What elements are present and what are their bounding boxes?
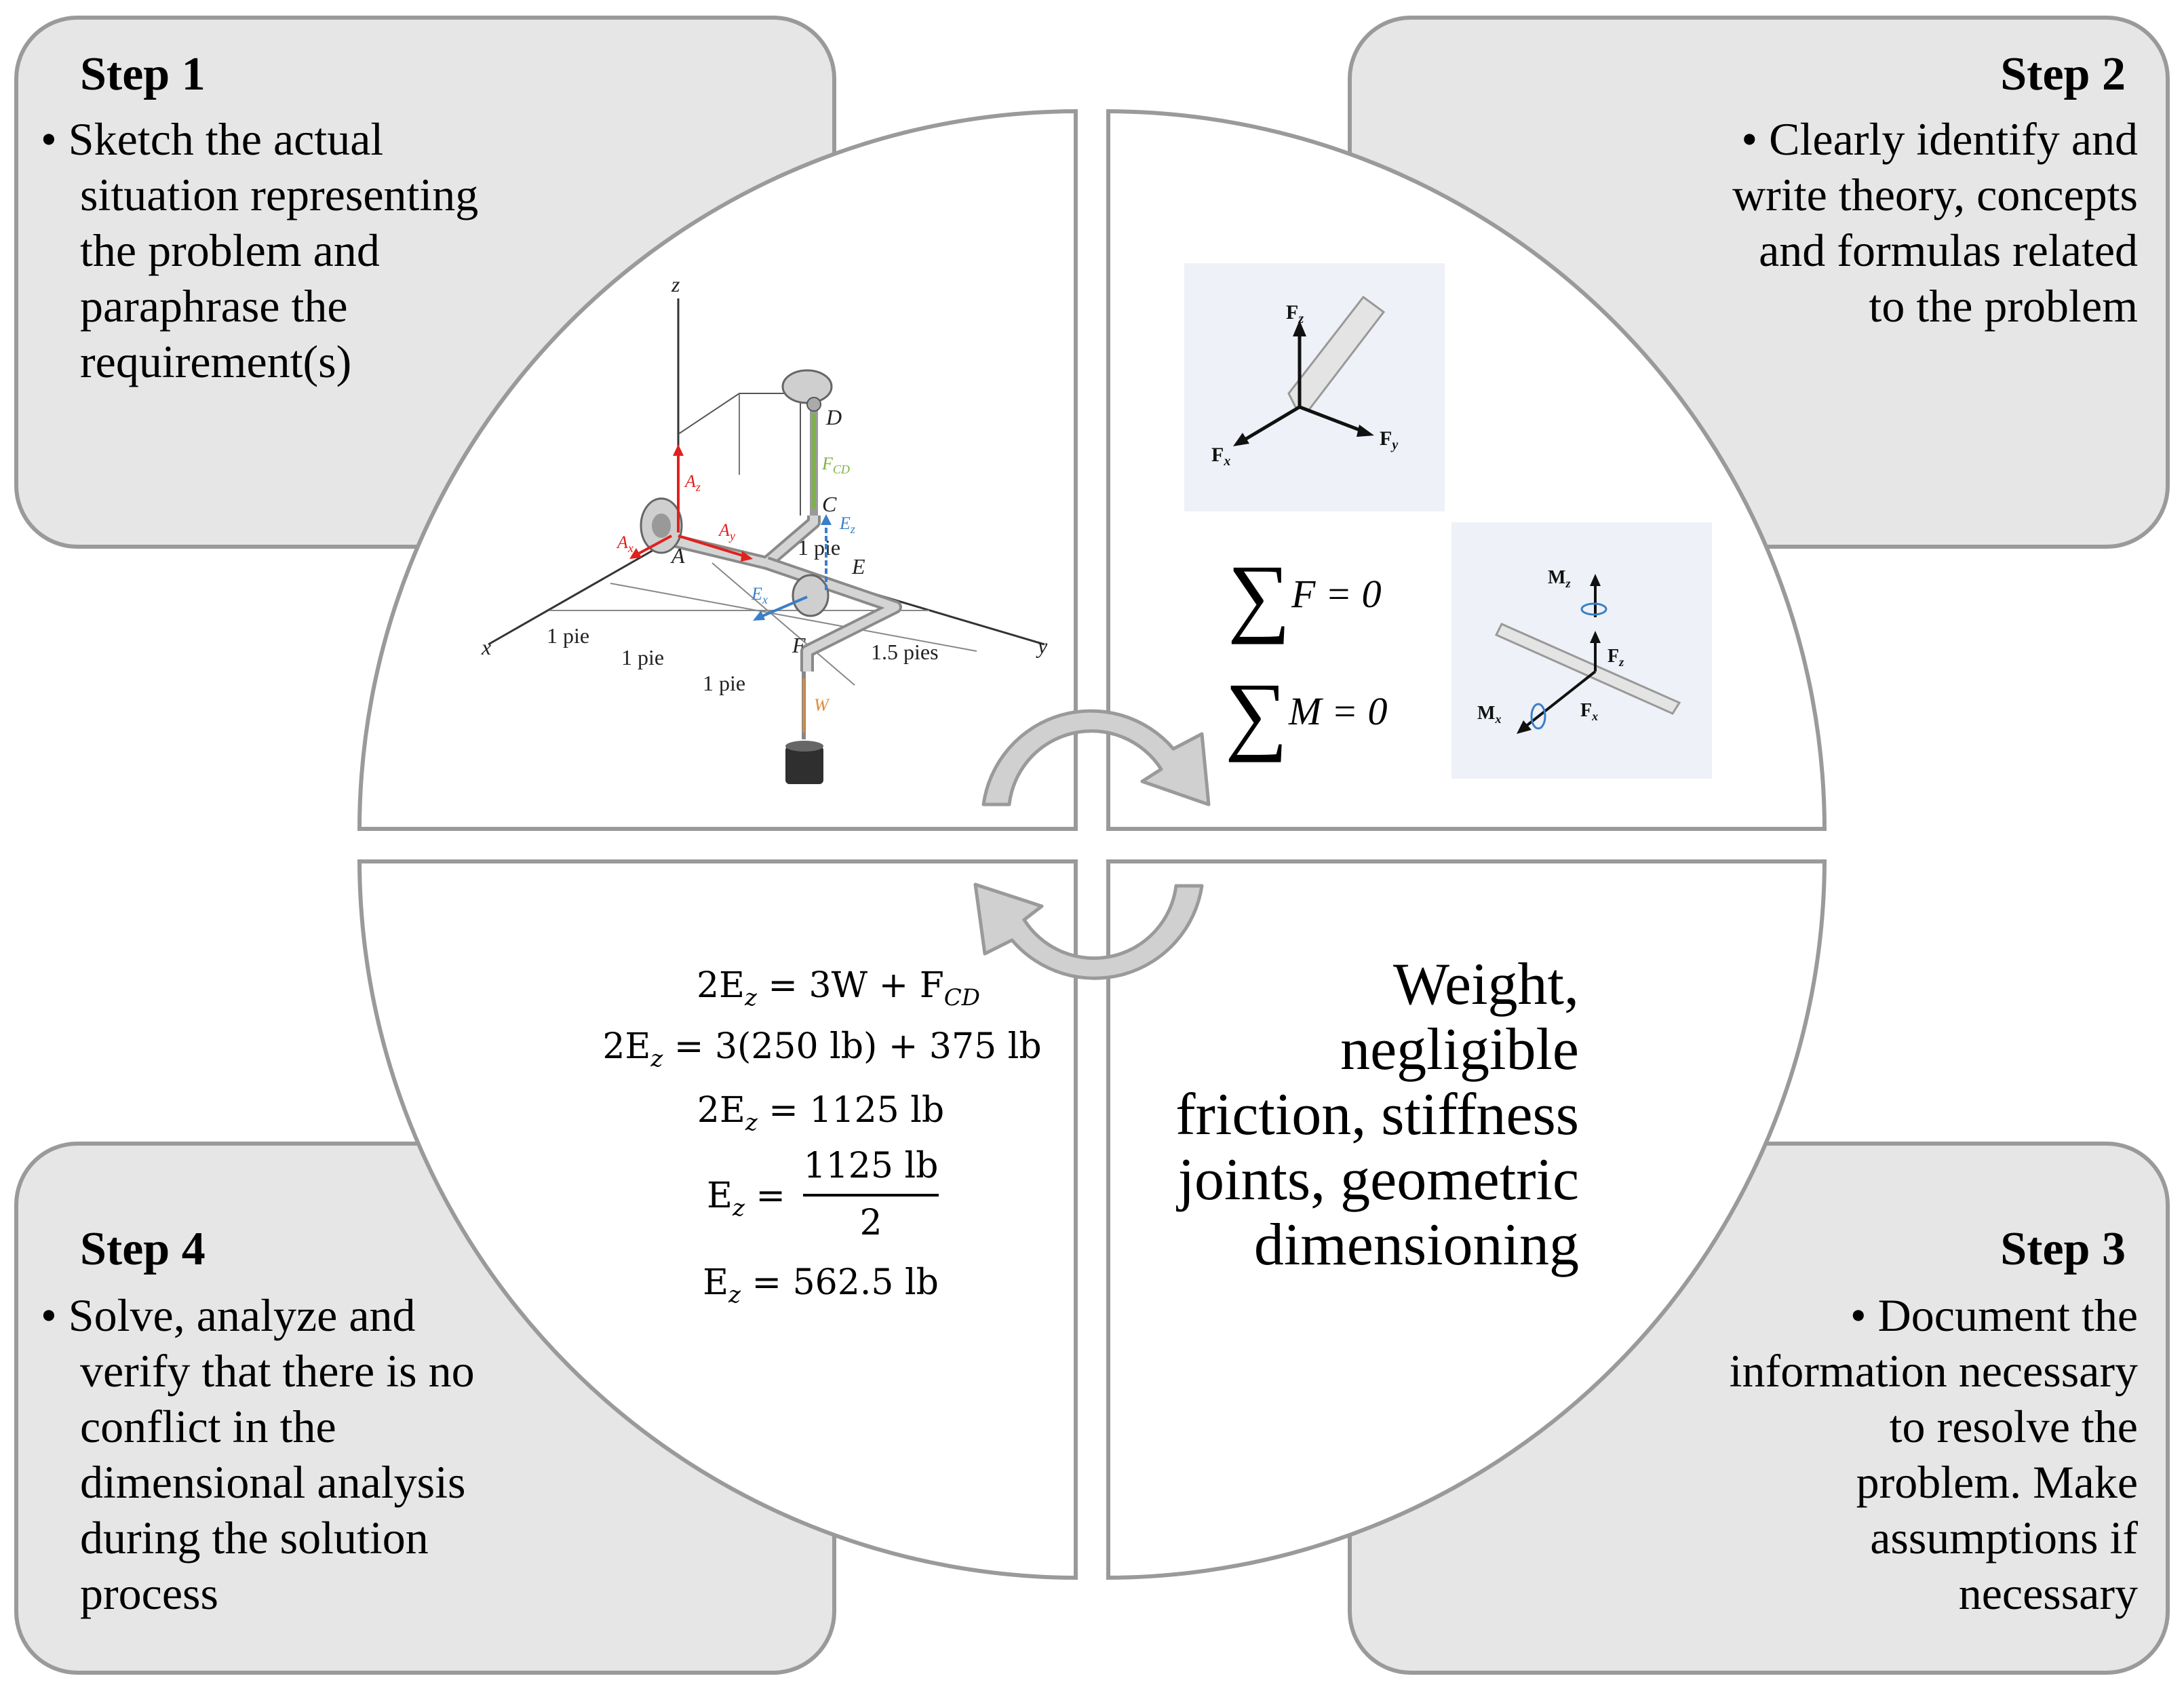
step3-title: Step 3: [2000, 1223, 2126, 1275]
fraction-denominator: 2: [859, 1203, 882, 1243]
dimension-label: 1.5 pies: [871, 640, 939, 664]
step2-line: • Clearly identify and: [1741, 113, 2138, 165]
step3-line: problem. Make: [1856, 1456, 2138, 1508]
svg-text:Ay: Ay: [718, 520, 735, 543]
step1-line: paraphrase the: [80, 280, 348, 332]
step3-text: Step 3 • Document the information necess…: [1730, 1223, 2139, 1619]
sum-force-equation: F = 0: [1291, 572, 1382, 616]
assumptions-text: Weight, negligible friction, stiffness j…: [1175, 952, 1579, 1278]
svg-text:Ax: Ax: [616, 532, 633, 555]
dimension-label: 1 pie: [798, 535, 840, 560]
step3-line: necessary: [1959, 1568, 2138, 1619]
svg-text:Mx: Mx: [1477, 703, 1501, 726]
cycle-arrow-bottom: [973, 882, 1204, 980]
equation-line: Ez = 562.5 lb: [703, 1262, 939, 1308]
equation-line: 2Ez = 1125 lb: [697, 1090, 944, 1136]
assumption-line: friction, stiffness: [1175, 1082, 1579, 1148]
step1-line: requirement(s): [80, 336, 351, 387]
step4-line: dimensional analysis: [80, 1456, 465, 1508]
axis-y-label: y: [1036, 634, 1048, 658]
assumption-line: joints, geometric: [1176, 1147, 1579, 1213]
step1-line: • Sketch the actual: [41, 113, 383, 165]
step1-line: situation representing: [80, 169, 478, 220]
point-label: D: [825, 405, 842, 429]
step2-line: and formulas related: [1759, 225, 2138, 276]
dimension-label: 1 pie: [621, 645, 664, 669]
svg-text:Fx: Fx: [1580, 700, 1598, 723]
svg-text:Fz: Fz: [1286, 301, 1304, 326]
quadrant-top-left: [357, 109, 1078, 831]
quadrant-bottom-left: [357, 859, 1078, 1580]
svg-text:W: W: [814, 695, 830, 715]
equilibrium-equations: ∑ F = 0 ∑ M = 0: [1225, 547, 1387, 763]
step4-line: conflict in the: [80, 1401, 336, 1452]
step4-line: during the solution: [80, 1512, 429, 1563]
assumption-line: Weight,: [1393, 952, 1579, 1017]
point-label: A: [670, 543, 685, 568]
moment-components-figure: Mz Fz Mx Fx: [1451, 522, 1712, 779]
step4-line: verify that there is no: [80, 1345, 475, 1397]
step4-line: process: [80, 1568, 218, 1619]
step2-line: to the problem: [1869, 280, 2138, 332]
sum-sign: ∑: [1228, 547, 1291, 645]
step2-title: Step 2: [2000, 48, 2126, 100]
structure-sketch: z x y 1 pie 1 pie 1 pie 1.5 pies 1 pie: [481, 272, 1048, 784]
svg-text:Fz: Fz: [1607, 646, 1624, 669]
svg-text:Ex: Ex: [751, 584, 768, 606]
sum-moment-equation: M = 0: [1288, 689, 1387, 733]
svg-text:Ez: Ez: [839, 513, 855, 536]
dimension-label: 1 pie: [547, 623, 589, 648]
step4-text: Step 4 • Solve, analyze and verify that …: [41, 1223, 475, 1619]
step3-line: • Document the: [1850, 1289, 2138, 1341]
axis-x-label: x: [481, 635, 491, 659]
assumption-line: dimensioning: [1254, 1212, 1579, 1278]
svg-text:FCD: FCD: [821, 454, 850, 476]
step1-title: Step 1: [80, 48, 206, 100]
dimension-label: 1 pie: [703, 671, 745, 695]
equation-line: 2Ez = 3W + FCD: [697, 965, 980, 1011]
sum-sign: ∑: [1225, 665, 1288, 763]
svg-text:Fx: Fx: [1211, 444, 1230, 469]
step4-title: Step 4: [80, 1223, 206, 1275]
point-label: C: [822, 492, 837, 516]
equation-line: Ez =: [707, 1175, 785, 1222]
step2-line: write theory, concepts: [1732, 169, 2138, 220]
cycle-arrow-top: [981, 709, 1211, 806]
fraction-numerator: 1125 lb: [804, 1146, 939, 1186]
assumption-line: negligible: [1340, 1017, 1579, 1083]
svg-text:Mz: Mz: [1548, 567, 1570, 590]
step1-text: Step 1 • Sketch the actual situation rep…: [41, 48, 478, 387]
svg-text:Az: Az: [684, 471, 701, 494]
solution-equations: 2Ez = 3W + FCD 2Ez = 3(250 lb) + 375 lb …: [602, 965, 1041, 1308]
axis-z-label: z: [671, 272, 680, 296]
quadrant-bottom-right: [1106, 859, 1827, 1580]
step3-line: to resolve the: [1890, 1401, 2138, 1452]
step1-line: the problem and: [80, 225, 380, 276]
step2-text: Step 2 • Clearly identify and write theo…: [1732, 48, 2138, 332]
point-label: E: [851, 554, 865, 579]
equation-line: 2Ez = 3(250 lb) + 375 lb: [602, 1026, 1041, 1072]
step4-line: • Solve, analyze and: [41, 1289, 416, 1341]
force-components-figure: Fz Fx Fy: [1184, 263, 1445, 511]
step3-line: information necessary: [1730, 1345, 2138, 1397]
svg-text:Fy: Fy: [1380, 427, 1398, 452]
step3-line: assumptions if: [1870, 1512, 2138, 1563]
point-label: F: [792, 633, 806, 657]
